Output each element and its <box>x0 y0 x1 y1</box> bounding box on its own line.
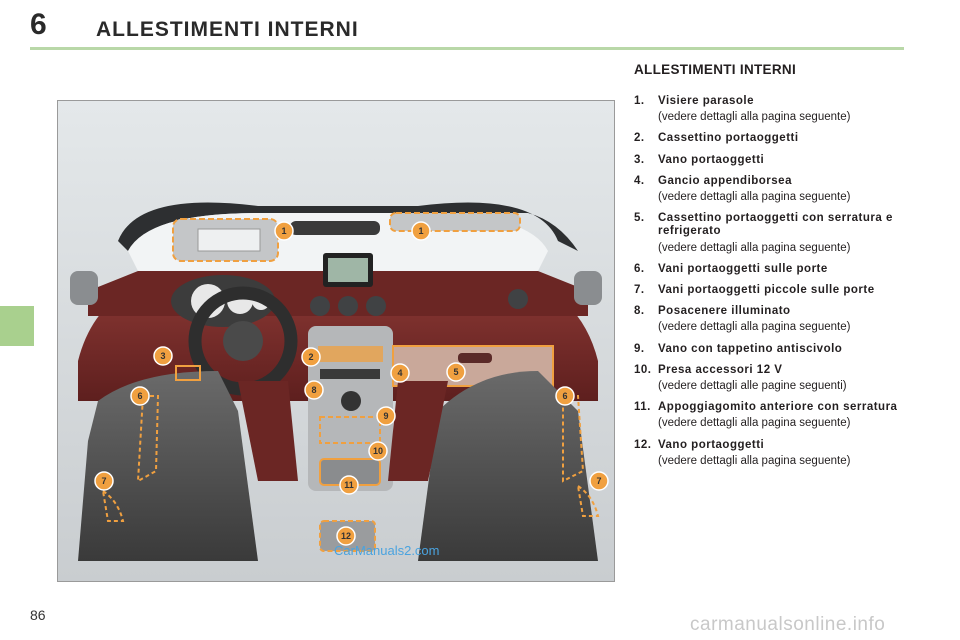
callout-1b: 1 <box>418 226 423 236</box>
legend-title: ALLESTIMENTI INTERNI <box>634 62 796 77</box>
callout-4: 4 <box>397 368 402 378</box>
callout-3: 3 <box>160 351 165 361</box>
legend-item-number: 3. <box>634 153 645 166</box>
legend-item: 5. Cassettino portaoggetti con serratura … <box>634 212 934 255</box>
legend-item: 7. Vani portaoggetti piccole sulle porte <box>634 284 934 297</box>
legend-item-number: 6. <box>634 262 645 275</box>
legend-item-label: Vano portaoggetti <box>658 153 765 166</box>
callout-10: 10 <box>373 446 383 456</box>
legend-item: 6. Vani portaoggetti sulle porte <box>634 263 934 276</box>
legend-item-label: Gancio appendiborsea <box>658 174 792 187</box>
legend-item-label: Vani portaoggetti sulle porte <box>658 262 828 275</box>
legend-item-number: 5. <box>634 212 645 225</box>
legend-item-note: (vedere dettagli alla pagina seguente) <box>658 241 851 254</box>
legend-item-number: 2. <box>634 132 645 145</box>
legend-item-label: Cassettino portaoggetti con serratura e … <box>658 212 893 238</box>
legend-item-number: 10. <box>634 363 652 376</box>
legend-item-label: Vani portaoggetti piccole sulle porte <box>658 284 875 297</box>
legend-list: 1. Visiere parasole (vedere dettagli alla … <box>634 95 934 468</box>
legend-item-note: (vedere dettagli alla pagina seguente) <box>658 321 851 334</box>
legend-item: 10. Presa accessori 12 V (vedere dettagli … <box>634 364 934 393</box>
callout-5: 5 <box>453 367 458 377</box>
callout-2: 2 <box>308 352 313 362</box>
chapter-side-tab <box>0 306 34 346</box>
callout-8: 8 <box>311 385 316 395</box>
legend-item: 8. Posacenere illuminato (vedere dettagli … <box>634 305 934 334</box>
legend-item-label: Visiere parasole <box>658 95 755 107</box>
callout-6b: 6 <box>562 391 567 401</box>
legend-item: 11. Appoggiagomito anteriore con serratur… <box>634 401 934 430</box>
footer-watermark: carmanualsonline.info <box>690 614 886 635</box>
legend-item-number: 12. <box>634 438 652 451</box>
legend: ALLESTIMENTI INTERNI 1. Visiere parasole (… <box>634 62 934 476</box>
legend-item-note: (vedere dettagli alla pagina seguente) <box>658 111 851 124</box>
legend-item-number: 8. <box>634 305 645 318</box>
callout-12: 12 <box>341 531 351 541</box>
legend-item-number: 1. <box>634 95 645 107</box>
callout-9: 9 <box>383 411 388 421</box>
legend-item: 4. Gancio appendiborsea (vedere dettagli a… <box>634 175 934 204</box>
legend-item-label: Presa accessori 12 V <box>658 363 783 376</box>
chapter-number: 6 <box>30 8 47 41</box>
legend-item-label: Vano con tappetino antiscivolo <box>658 342 843 355</box>
legend-item-label: Appoggiagomito anteriore con serratura <box>658 401 898 414</box>
page-number: 86 <box>30 607 46 623</box>
legend-item: 12. Vano portaoggetti (vedere dettagli all… <box>634 439 934 468</box>
legend-item-label: Posacenere illuminato <box>658 305 791 318</box>
callout-1a: 1 <box>281 226 286 236</box>
callout-7b: 7 <box>596 476 601 486</box>
legend-item-note: (vedere dettagli alla pagina seguente) <box>658 191 851 204</box>
legend-item-note: (vedere dettagli alla pagina seguente) <box>658 417 851 430</box>
callout-7a: 7 <box>101 476 106 486</box>
legend-item-number: 11. <box>634 401 651 414</box>
legend-item: 1. Visiere parasole (vedere dettagli alla … <box>634 95 934 124</box>
illustration-watermark: CarManuals2.com <box>334 543 440 558</box>
legend-item-label: Cassettino portaoggetti <box>658 132 799 145</box>
callout-11: 11 <box>344 480 354 490</box>
legend-item-note: (vedere dettagli alle pagine seguenti) <box>658 380 847 393</box>
car-interior-illustration: 1 1 2 3 4 5 6 6 7 7 8 9 10 11 12 CarManu… <box>57 100 615 582</box>
legend-item: 9. Vano con tappetino antiscivolo <box>634 343 934 356</box>
callout-6a: 6 <box>137 391 142 401</box>
chapter-title: ALLESTIMENTI INTERNI <box>96 18 359 41</box>
legend-item-number: 4. <box>634 174 645 187</box>
header-rule <box>30 47 904 50</box>
legend-item-number: 7. <box>634 284 645 297</box>
legend-item-note: (vedere dettagli alla pagina seguente) <box>658 454 851 467</box>
legend-item-number: 9. <box>634 342 645 355</box>
legend-item-label: Vano portaoggetti <box>658 438 765 451</box>
legend-item: 3. Vano portaoggetti <box>634 154 934 167</box>
legend-item: 2. Cassettino portaoggetti <box>634 132 934 145</box>
